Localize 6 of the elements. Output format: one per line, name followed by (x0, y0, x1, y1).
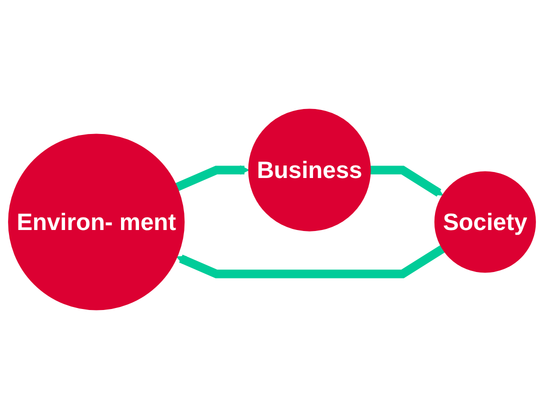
node-circle: Environ- ment (8, 134, 185, 310)
arrow (370, 166, 444, 197)
arrow (175, 165, 250, 192)
node-circle: Business (248, 108, 371, 232)
node-circle: Society (434, 171, 536, 273)
arrow (176, 245, 445, 278)
